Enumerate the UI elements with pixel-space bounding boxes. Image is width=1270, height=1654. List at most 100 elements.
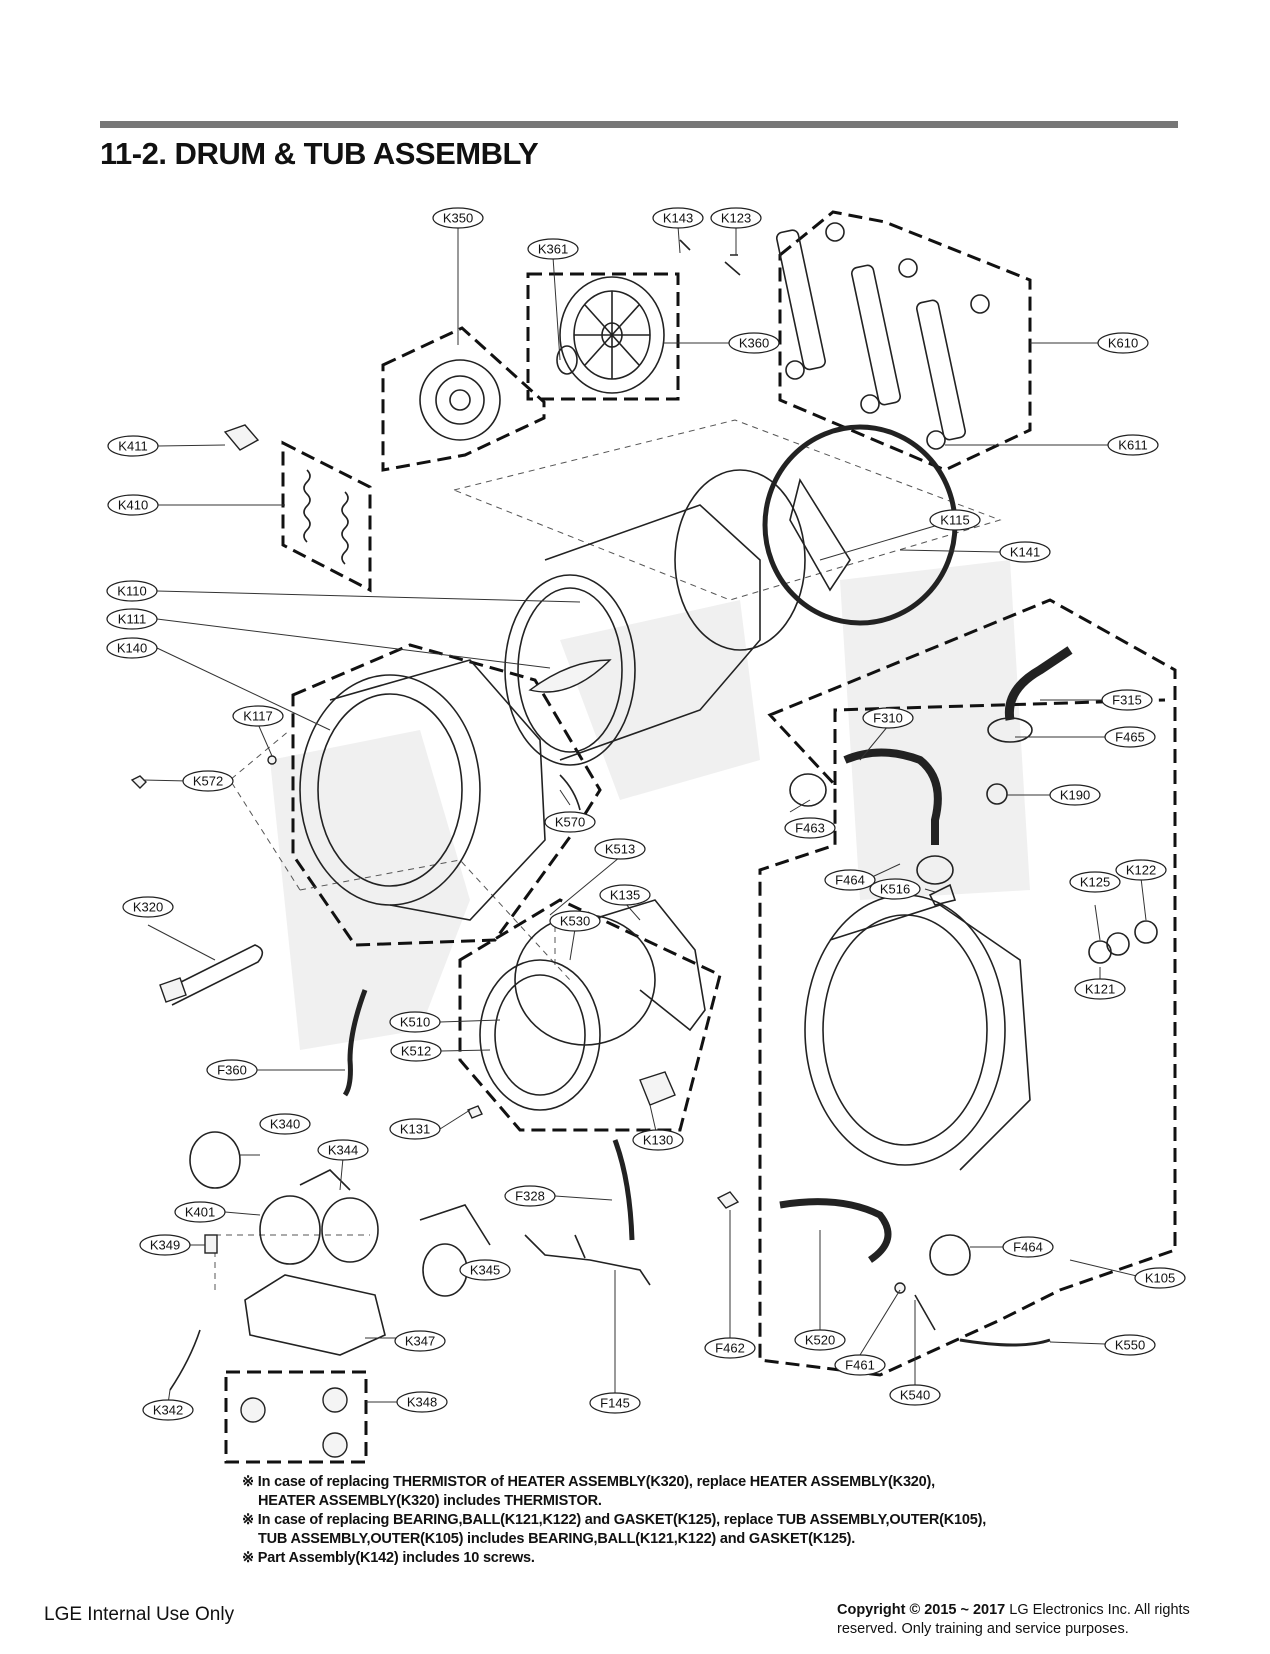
callout-k516: K516	[869, 878, 921, 900]
callout-label: K350	[443, 211, 473, 226]
callout-k131: K131	[389, 1118, 441, 1140]
callout-label: K610	[1108, 336, 1138, 351]
callout-bubble	[232, 705, 284, 727]
callout-k122: K122	[1115, 859, 1167, 881]
callout-k125: K125	[1069, 871, 1121, 893]
copyright-notice: Copyright © 2015 ~ 2017 LG Electronics I…	[837, 1601, 1247, 1639]
callout-label: K340	[270, 1117, 300, 1132]
callout-bubble	[710, 207, 762, 229]
note-1: ※ In case of replacing THERMISTOR of HEA…	[242, 1474, 935, 1490]
callout-label: K572	[193, 774, 223, 789]
callout-label: K130	[643, 1133, 673, 1148]
callout-label: K361	[538, 242, 568, 257]
parts	[130, 222, 1158, 1458]
callout-bubble	[1115, 859, 1167, 881]
callout-bubble	[544, 811, 596, 833]
callout-f461: F461	[834, 1354, 886, 1376]
copyright-text: LG Electronics Inc. All rights reserved.…	[837, 1602, 1190, 1637]
callout-k140: K140	[106, 637, 158, 659]
damper-rods	[775, 222, 990, 450]
callout-k117: K117	[232, 705, 284, 727]
note-2: ※ In case of replacing BEARING,BALL(K121…	[242, 1512, 987, 1528]
callout-k513: K513	[594, 838, 646, 860]
callout-k611: K611	[1107, 434, 1159, 456]
callout-bubble	[549, 910, 601, 932]
note-1-cont: HEATER ASSEMBLY(K320) includes THERMISTO…	[258, 1493, 602, 1509]
callout-label: F463	[795, 821, 825, 836]
callout-bubble	[1097, 332, 1149, 354]
callout-label: K348	[407, 1395, 437, 1410]
callout-label: K540	[900, 1388, 930, 1403]
callout-label: K512	[401, 1044, 431, 1059]
callout-k105: K105	[1134, 1267, 1186, 1289]
callout-bubble	[594, 838, 646, 860]
leader-lines	[142, 225, 1147, 1405]
callout-bubble	[459, 1259, 511, 1281]
callout-bubble	[929, 509, 981, 531]
callout-bubble	[1107, 434, 1159, 456]
drum-pulley	[559, 276, 665, 394]
callout-f462: F462	[704, 1337, 756, 1359]
callout-k115: K115	[929, 509, 981, 531]
callout-label: K410	[118, 498, 148, 513]
callout-label: K611	[1118, 438, 1147, 453]
callout-bubble	[504, 1185, 556, 1207]
drain-pump	[189, 1131, 491, 1297]
callout-bubble	[999, 541, 1051, 563]
callout-f464b: F464	[1002, 1236, 1054, 1258]
callout-label: K411	[118, 439, 147, 454]
callout-label: F465	[1115, 730, 1145, 745]
callout-label: K125	[1080, 875, 1110, 890]
callout-k348: K348	[396, 1391, 448, 1413]
callout-k610: K610	[1097, 332, 1149, 354]
callout-k110: K110	[106, 580, 158, 602]
callout-k350: K350	[432, 207, 484, 229]
callout-f315: F315	[1101, 689, 1153, 711]
callout-label: K123	[721, 211, 751, 226]
callout-k361: K361	[527, 238, 579, 260]
callout-bubble	[527, 238, 579, 260]
callout-k512: K512	[390, 1040, 442, 1062]
callout-bubble	[728, 332, 780, 354]
callout-bubble	[1104, 726, 1156, 748]
section-title: 11-2. DRUM & TUB ASSEMBLY	[100, 136, 539, 171]
callout-bubble	[1069, 871, 1121, 893]
group-outlines	[214, 210, 1177, 1464]
callout-k401: K401	[174, 1201, 226, 1223]
callout-label: F464	[1013, 1240, 1043, 1255]
callout-bubble	[174, 1201, 226, 1223]
callout-label: F360	[217, 1063, 247, 1078]
callout-label: K122	[1126, 863, 1156, 878]
callout-label: K111	[118, 612, 146, 627]
callout-k342: K342	[142, 1399, 194, 1421]
header-rule	[100, 121, 1178, 128]
callout-bubble	[317, 1139, 369, 1161]
callout-k360: K360	[728, 332, 780, 354]
callout-k123: K123	[710, 207, 762, 229]
note-3: ※ Part Assembly(K142) includes 10 screws…	[242, 1550, 535, 1566]
callout-bubble	[589, 1392, 641, 1414]
callout-k340: K340	[259, 1113, 311, 1135]
callout-bubble	[142, 1399, 194, 1421]
note-2-cont: TUB ASSEMBLY,OUTER(K105) includes BEARIN…	[258, 1531, 856, 1547]
callout-k344: K344	[317, 1139, 369, 1161]
callout-label: K131	[400, 1122, 430, 1137]
spider-bracket	[419, 359, 501, 441]
callout-label: K105	[1145, 1271, 1175, 1286]
callout-bubble	[862, 707, 914, 729]
callout-label: F462	[715, 1341, 745, 1356]
callout-bubble	[632, 1129, 684, 1151]
callout-label: F461	[845, 1358, 875, 1373]
tub-front	[299, 659, 546, 921]
callout-label: K342	[153, 1403, 183, 1418]
callout-f360: F360	[206, 1059, 258, 1081]
callout-f145: F145	[589, 1392, 641, 1414]
callout-label: K344	[328, 1143, 358, 1158]
callout-bubble	[389, 1118, 441, 1140]
callout-label: K570	[555, 815, 585, 830]
callout-k135: K135	[599, 884, 651, 906]
callout-label: F315	[1112, 693, 1142, 708]
callout-bubble	[390, 1040, 442, 1062]
